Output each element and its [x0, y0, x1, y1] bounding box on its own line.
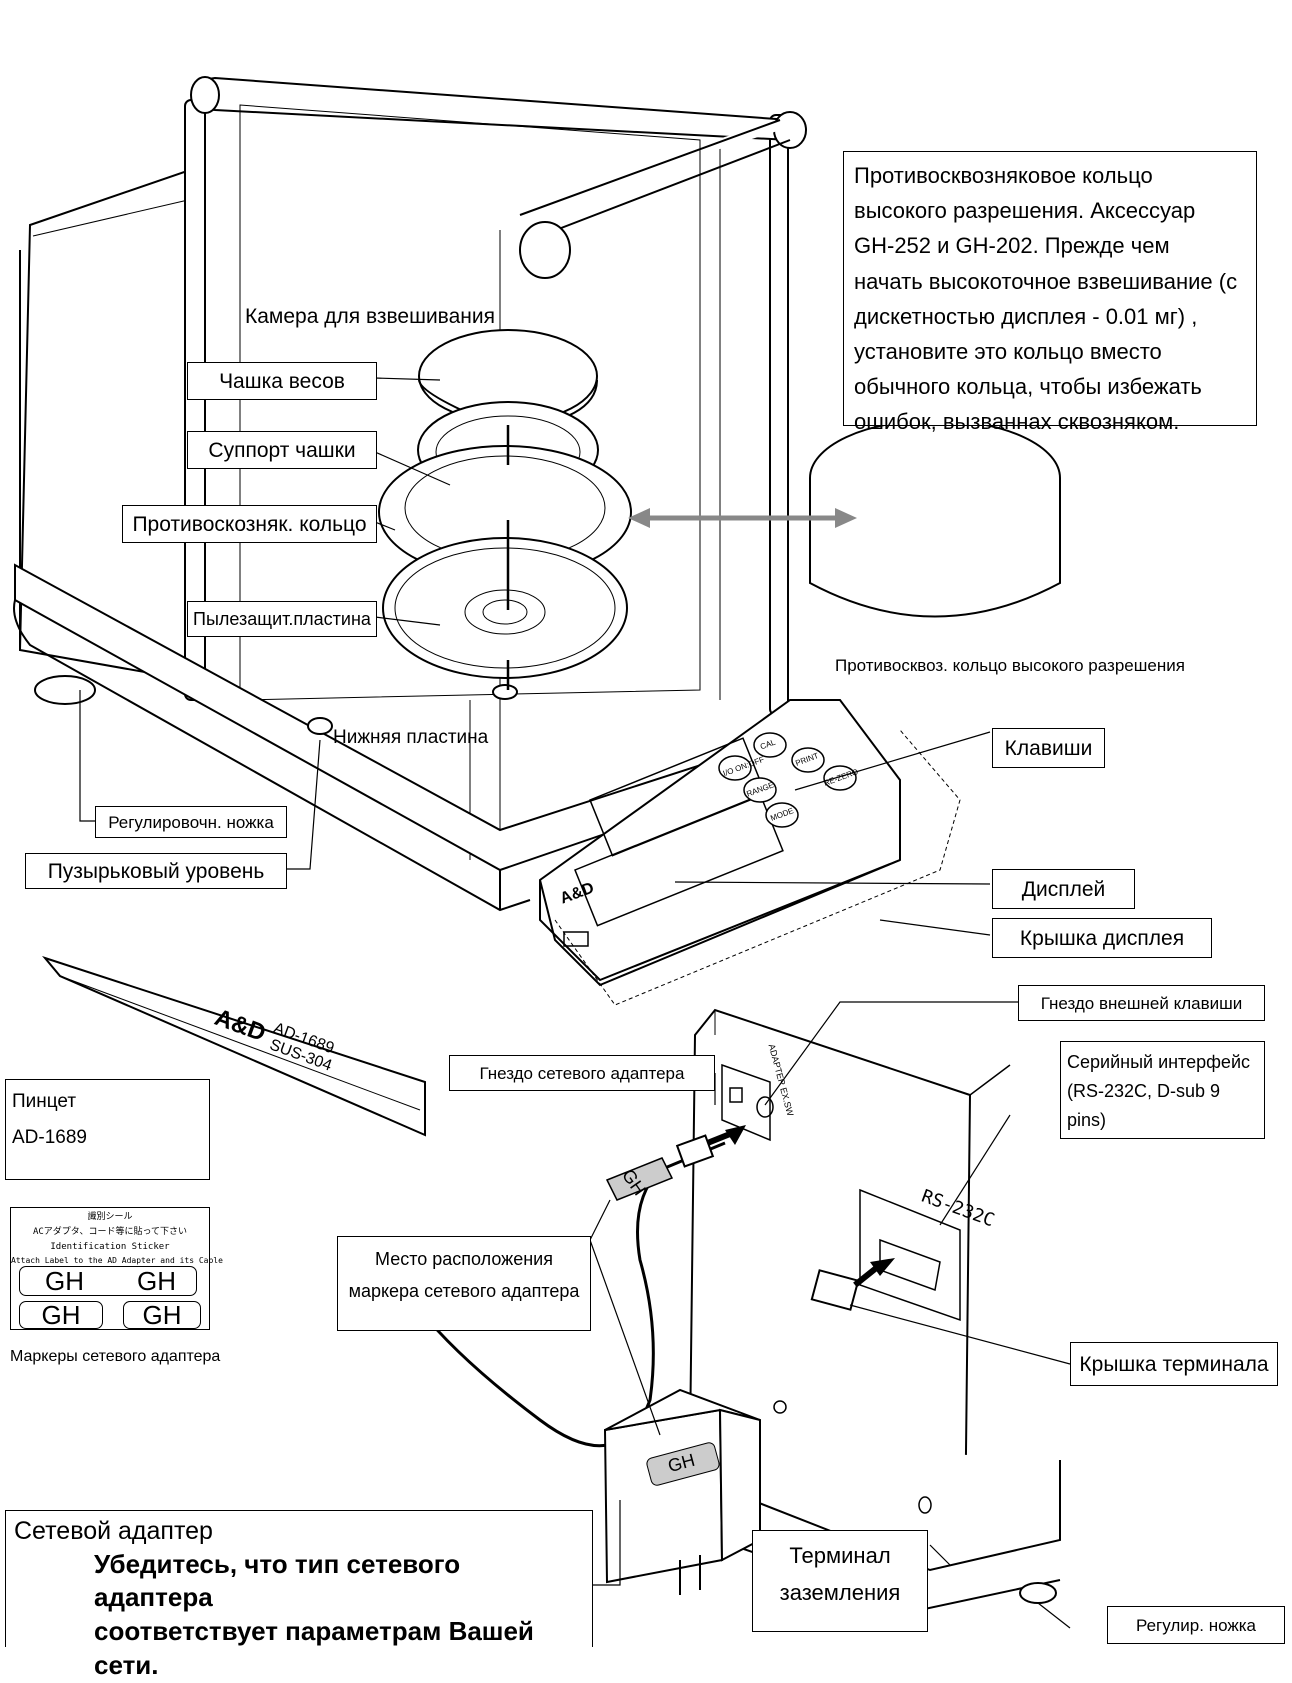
- ground-line-1: Терминал: [789, 1543, 891, 1568]
- sticker-header-2: ACアダプタ、コード等に貼って下さい: [32, 1226, 188, 1237]
- hr-ring-caption: Противосквоз. кольцо высокого разрешения: [835, 656, 1185, 675]
- adapter-note-box: Сетевой адаптер Убедитесь, что тип сетев…: [5, 1510, 593, 1680]
- adapter-note-bold-3: сети.: [94, 1649, 159, 1680]
- hr-desc-line: обычного кольца, чтобы избежать: [854, 374, 1202, 400]
- label-dust-plate: Пылезащит.пластина: [187, 601, 377, 637]
- rear-panel-drawing: [658, 1008, 1061, 1612]
- label-pan-support: Суппорт чашки: [187, 431, 377, 469]
- sticker-gh-1: GH: [45, 1266, 84, 1296]
- balance-illustration: [13, 76, 1071, 1629]
- sticker-header-3: Identification Sticker: [50, 1241, 170, 1252]
- hr-ring-drawing: [628, 419, 1061, 618]
- label-bottom-plate: Нижняя пластина: [333, 727, 489, 748]
- label-bubble-level: Пузырьковый уровень: [25, 853, 287, 889]
- tweezers-drawing: [42, 955, 426, 1137]
- balance-body: [13, 76, 961, 1006]
- label-leveling-foot: Регулировочн. ножка: [95, 806, 287, 838]
- label-pan: Чашка весов: [187, 362, 377, 400]
- serial-line-1: Серийный интерфейс: [1067, 1052, 1250, 1072]
- hr-desc-line: установите это кольцо вместо: [854, 338, 1162, 364]
- label-breeze-ring: Противоскозняк. кольцо: [122, 505, 377, 543]
- tweezers-name: Пинцет: [12, 1091, 77, 1112]
- adapter-sticker: 識別シール ACアダプタ、コード等に貼って下さい Identification …: [10, 1207, 223, 1330]
- adapter-note-bold-2: соответствует параметрам Вашей: [94, 1616, 534, 1647]
- label-weighing-chamber: Камера для взвешивания: [245, 304, 495, 328]
- hr-desc-line: дискетностью дисплея - 0.01 мг) ,: [854, 303, 1198, 329]
- sticker-header-4: Attach Label to the AD Adapter and its C…: [11, 1256, 223, 1266]
- hr-desc-line: высокого разрешения. Аксессуар: [854, 198, 1196, 224]
- adapter-note-bold-1: Убедитесь, что тип сетевого адаптера: [94, 1548, 461, 1613]
- hr-desc-line: GH-252 и GH-202. Прежде чем: [854, 233, 1170, 259]
- leader-lines: [79, 377, 1071, 1629]
- pan-stack: [378, 329, 632, 700]
- label-leveling-foot-short: Регулир. ножка: [1107, 1606, 1285, 1644]
- sticker-gh-3: GH: [19, 1300, 103, 1330]
- sticker-gh-2: GH: [137, 1266, 176, 1296]
- adapter-note-title: Сетевой адаптер: [14, 1517, 213, 1545]
- marker-loc-line-1: Место расположения: [375, 1249, 553, 1269]
- label-ground-terminal: Терминал заземления: [752, 1530, 928, 1632]
- hr-ring-description: Противосквозняковое кольцо высокого разр…: [843, 151, 1257, 434]
- tweezers-box: Пинцет AD-1689: [5, 1079, 210, 1180]
- label-terminal-cover: Крышка терминала: [1070, 1342, 1278, 1386]
- marker-loc-line-2: маркера сетевого адаптера: [348, 1281, 580, 1302]
- serial-line-2: (RS-232C, D-sub 9 pins): [1067, 1080, 1221, 1130]
- label-serial-interface: Серийный интерфейс (RS-232C, D-sub 9 pin…: [1060, 1041, 1265, 1139]
- label-ext-key-jack: Гнездо внешней клавиши: [1018, 985, 1265, 1021]
- label-display: Дисплей: [992, 869, 1135, 909]
- label-adapter-marker-location: Место расположения маркера сетевого адап…: [337, 1236, 591, 1331]
- sticker-gh-mark: [19, 1266, 197, 1296]
- hr-desc-line: начать высокоточное взвешивание (с: [854, 268, 1238, 294]
- hr-desc-line: ошибок, вызваннах сквозняком.: [854, 409, 1180, 435]
- label-adapter-markers: Маркеры сетевого адаптера: [10, 1348, 221, 1365]
- sticker-header-1: 識別シール: [87, 1212, 133, 1222]
- label-display-cover: Крышка дисплея: [992, 918, 1212, 958]
- hr-desc-line: Противосквозняковое кольцо: [854, 163, 1153, 188]
- label-keys: Клавиши: [992, 728, 1105, 768]
- adapter-drawing: [417, 1125, 761, 1595]
- label-adapter-jack: Гнездо сетевого адаптера: [449, 1055, 715, 1091]
- tweezers-model: AD-1689: [12, 1127, 87, 1149]
- sticker-gh-4: GH: [123, 1300, 201, 1330]
- ground-line-2: заземления: [779, 1580, 901, 1606]
